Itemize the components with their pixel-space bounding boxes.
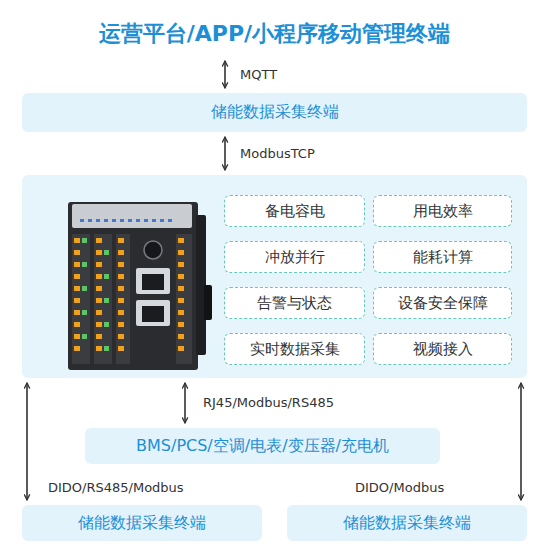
feature-box: 实时数据采集	[224, 333, 365, 365]
node-text: 用电效率	[413, 202, 473, 221]
protocol-label: DIDO/RS485/Modbus	[48, 480, 184, 496]
collector-box: 储能数据采集终端	[287, 505, 527, 541]
link-arrow	[224, 61, 226, 88]
feature-box: 告警与状态	[224, 287, 365, 319]
node-text: 视频接入	[413, 340, 473, 359]
feature-box: 用电效率	[373, 195, 512, 227]
controller-panel: 备电容电 用电效率冲放并行 能耗计算告警与状态 设备安全保障实时数据采集 视频接入	[22, 175, 527, 378]
protocol-label: ModbusTCP	[240, 146, 315, 162]
link-arrow	[520, 383, 522, 500]
device-list-box: BMS/PCS/空调/电表/变压器/充电机	[85, 428, 440, 464]
protocol-label: RJ45/Modbus/RS485	[203, 395, 334, 411]
platform-heading: 运营平台/APP/小程序移动管理终端	[0, 12, 549, 56]
link-arrow	[184, 383, 186, 423]
protocol-label: DIDO/Modbus	[355, 480, 444, 496]
node-text: 告警与状态	[257, 294, 332, 313]
feature-box: 视频接入	[373, 333, 512, 365]
link-arrow	[26, 383, 28, 500]
node-text: 冲放并行	[265, 248, 325, 267]
link-arrow	[224, 137, 226, 170]
protocol-label: MQTT	[240, 67, 277, 83]
feature-box: 设备安全保障	[373, 287, 512, 319]
node-text: 运营平台/APP/小程序移动管理终端	[99, 19, 450, 49]
feature-box: 备电容电	[224, 195, 365, 227]
node-text: 设备安全保障	[398, 294, 488, 313]
node-text: 储能数据采集终端	[78, 513, 206, 534]
node-text: 储能数据采集终端	[211, 102, 339, 123]
node-text: BMS/PCS/空调/电表/变压器/充电机	[136, 436, 389, 457]
feature-box: 能耗计算	[373, 241, 512, 273]
node-text: 备电容电	[265, 202, 325, 221]
node-text: 实时数据采集	[250, 340, 340, 359]
feature-box: 冲放并行	[224, 241, 365, 273]
collector-box: 储能数据采集终端	[22, 505, 262, 541]
node-text: 储能数据采集终端	[343, 513, 471, 534]
node-text: 能耗计算	[413, 248, 473, 267]
collector-box: 储能数据采集终端	[22, 93, 527, 132]
